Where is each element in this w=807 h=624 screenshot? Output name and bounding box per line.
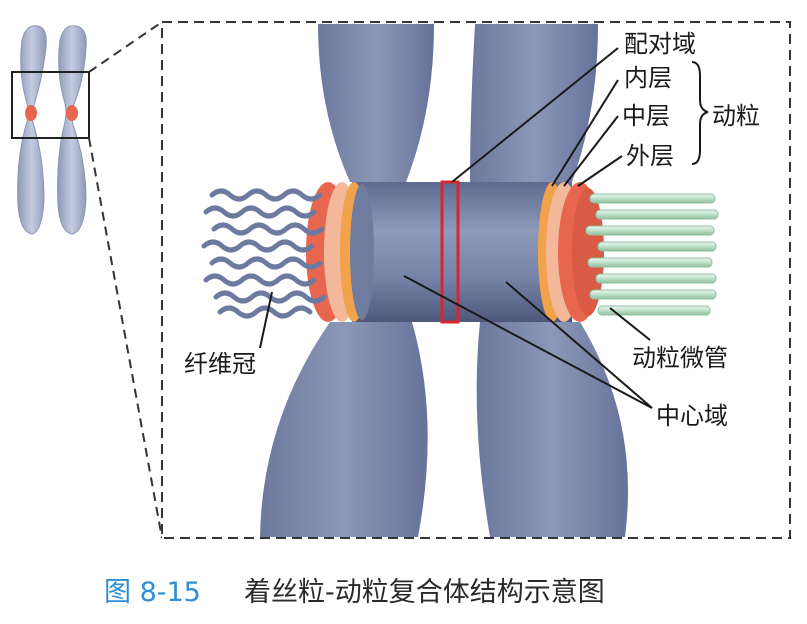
kinetochore-microtubules-group xyxy=(585,193,719,316)
figure-number: 图 8-15 xyxy=(104,577,201,608)
microtubule xyxy=(585,225,715,236)
arm-upper-left xyxy=(318,24,434,182)
corona-fiber xyxy=(203,205,317,219)
label-inner-layer: 内层 xyxy=(624,64,672,92)
microtubule xyxy=(597,305,711,316)
microtubule xyxy=(589,193,716,204)
microtubule xyxy=(589,289,717,300)
left-cylinder-end xyxy=(350,184,374,320)
leader-inner-layer xyxy=(551,79,619,187)
kinetochore-bracket xyxy=(691,61,709,165)
chromosome-thumbnail xyxy=(11,25,90,235)
fibrous-corona-group xyxy=(201,188,327,319)
right-outer-face xyxy=(572,188,604,316)
left-kinetochore xyxy=(306,182,374,322)
leader-middle-layer xyxy=(563,115,619,187)
corona-fiber xyxy=(201,239,315,253)
thumb-kinetochore-right xyxy=(66,105,78,121)
thumb-chromatid-left xyxy=(17,25,47,235)
microtubule xyxy=(595,209,719,220)
thumb-chromatid-right xyxy=(57,25,87,235)
thumb-zoom-box xyxy=(11,71,90,139)
label-kinetochore-microtubules: 动粒微管 xyxy=(632,344,728,372)
label-outer-layer: 外层 xyxy=(626,142,674,170)
label-middle-layer: 中层 xyxy=(622,102,670,130)
label-pairing-domain: 配对域 xyxy=(624,30,696,58)
figure-caption: 着丝粒-动粒复合体结构示意图 xyxy=(244,577,605,608)
label-fibrous-corona: 纤维冠 xyxy=(184,350,256,378)
arm-lower-left xyxy=(260,322,428,537)
leader-lines xyxy=(259,47,653,409)
microtubule xyxy=(595,273,717,284)
leader-pairing-domain xyxy=(451,47,619,183)
thumb-kinetochore-left xyxy=(25,105,37,121)
leader-central-right xyxy=(505,281,653,409)
label-kinetochore: 动粒 xyxy=(712,102,760,130)
magnified-panel xyxy=(161,21,791,539)
zoom-line-top xyxy=(88,21,163,73)
central-domain-cylinder xyxy=(352,182,572,322)
corona-fiber xyxy=(217,305,313,319)
label-central-domain: 中心域 xyxy=(656,402,728,430)
leader-fibrous-corona xyxy=(259,291,273,349)
pairing-domain-box xyxy=(440,180,460,324)
microtubule xyxy=(587,257,713,268)
leader-outer-layer xyxy=(577,155,623,187)
leader-central-left xyxy=(403,275,653,409)
microtubule xyxy=(597,241,717,252)
corona-fiber xyxy=(203,273,317,287)
corona-fiber xyxy=(209,188,323,202)
zoom-line-bottom xyxy=(88,137,163,539)
leader-microtubules xyxy=(609,307,651,341)
corona-fiber xyxy=(211,222,325,236)
right-kinetochore xyxy=(538,182,604,322)
arm-upper-right xyxy=(470,24,598,182)
corona-fiber xyxy=(209,256,323,270)
